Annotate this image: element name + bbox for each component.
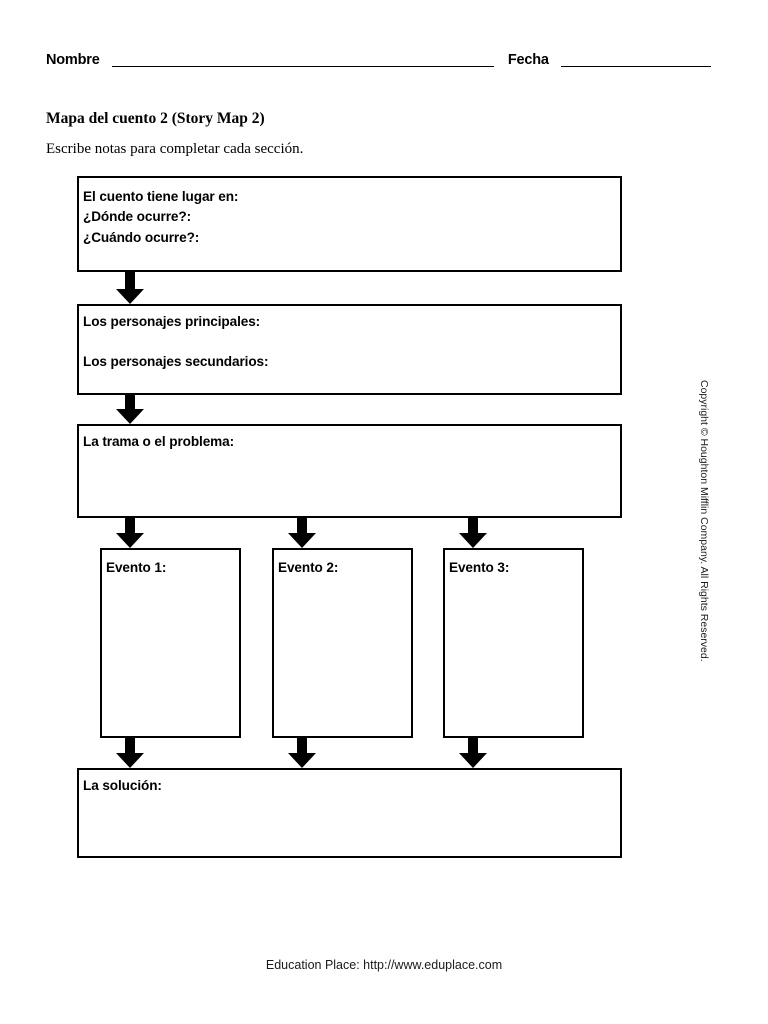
event-2-box[interactable] bbox=[272, 548, 413, 738]
arrow-head bbox=[116, 409, 144, 424]
setting-line-2: ¿Dónde ocurre?: bbox=[83, 209, 192, 224]
event-2-label: Evento 2: bbox=[278, 560, 339, 575]
arrow-down-icon-plot-to-event-2 bbox=[288, 518, 316, 548]
solution-line-1: La solución: bbox=[83, 778, 162, 793]
event-3-box[interactable] bbox=[443, 548, 584, 738]
characters-line-2: Los personajes secundarios: bbox=[83, 354, 269, 369]
arrow-head bbox=[459, 753, 487, 768]
arrow-head bbox=[116, 533, 144, 548]
arrow-down-icon-plot-to-event-1 bbox=[116, 518, 144, 548]
arrow-shaft bbox=[468, 738, 478, 753]
arrow-head bbox=[459, 533, 487, 548]
arrow-down-icon-characters-to-plot bbox=[116, 395, 144, 424]
arrow-down-icon-event-3-to-solution bbox=[459, 738, 487, 768]
date-label: Fecha bbox=[507, 52, 549, 68]
characters-line-1: Los personajes principales: bbox=[83, 314, 261, 329]
arrow-shaft bbox=[125, 738, 135, 753]
footer-url: Education Place: http://www.eduplace.com bbox=[265, 958, 503, 972]
arrow-head bbox=[288, 533, 316, 548]
arrow-shaft bbox=[297, 518, 307, 533]
arrow-down-icon-plot-to-event-3 bbox=[459, 518, 487, 548]
name-date-header: Nombre Fecha bbox=[46, 46, 711, 70]
date-write-line[interactable] bbox=[560, 66, 711, 67]
arrow-shaft bbox=[125, 518, 135, 533]
setting-line-3: ¿Cuándo ocurre?: bbox=[83, 230, 200, 245]
arrow-head bbox=[116, 753, 144, 768]
event-3-label: Evento 3: bbox=[449, 560, 510, 575]
event-1-box[interactable] bbox=[100, 548, 241, 738]
arrow-shaft bbox=[125, 395, 135, 409]
solution-box[interactable] bbox=[77, 768, 622, 858]
plot-line-1: La trama o el problema: bbox=[83, 434, 235, 449]
copyright-notice: Copyright © Houghton Mifflin Company. Al… bbox=[698, 380, 710, 662]
characters-box[interactable] bbox=[77, 304, 622, 395]
name-write-line[interactable] bbox=[111, 66, 495, 67]
arrow-down-icon-event-2-to-solution bbox=[288, 738, 316, 768]
arrow-shaft bbox=[297, 738, 307, 753]
arrow-shaft bbox=[468, 518, 478, 533]
page-title: Mapa del cuento 2 (Story Map 2) bbox=[46, 110, 265, 127]
arrow-head bbox=[288, 753, 316, 768]
arrow-down-icon-setting-to-characters bbox=[116, 272, 144, 304]
name-label: Nombre bbox=[46, 52, 100, 68]
setting-line-1: El cuento tiene lugar en: bbox=[83, 189, 239, 204]
arrow-down-icon-event-1-to-solution bbox=[116, 738, 144, 768]
arrow-shaft bbox=[125, 272, 135, 289]
plot-box[interactable] bbox=[77, 424, 622, 518]
arrow-head bbox=[116, 289, 144, 304]
event-1-label: Evento 1: bbox=[106, 560, 167, 575]
page-instructions: Escribe notas para completar cada secció… bbox=[46, 141, 304, 157]
setting-box[interactable] bbox=[77, 176, 622, 272]
